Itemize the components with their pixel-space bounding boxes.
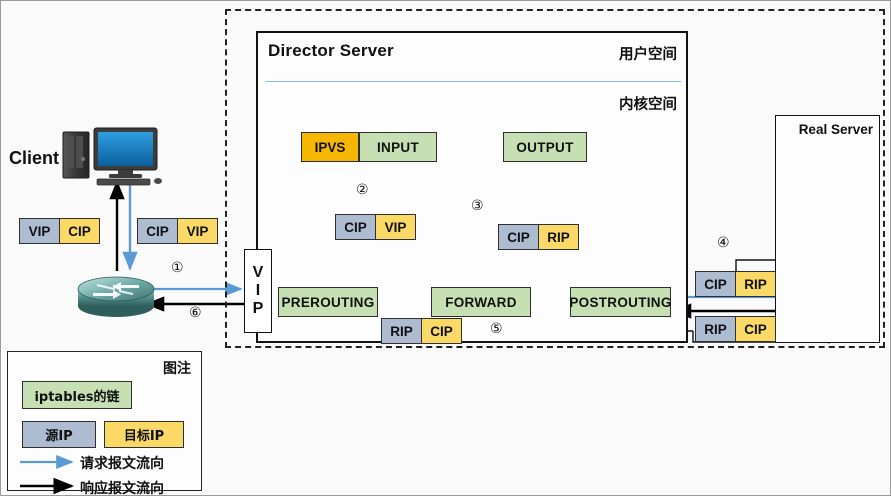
user-space-label: 用户空间 — [619, 47, 677, 63]
packet-src: RIP — [381, 318, 422, 344]
step-number-5: ⑤ — [490, 321, 503, 337]
packet-src: CIP — [498, 224, 539, 250]
vip-interface-box: V I P — [244, 249, 272, 333]
packet-prerouting-cip-vip: CIP VIP — [335, 214, 416, 240]
step-number-6: ⑥ — [189, 305, 202, 321]
cluster-boundary — [225, 9, 885, 348]
real-server-box: Real Server — [775, 115, 880, 343]
packet-dst: VIP — [376, 214, 416, 240]
legend-request-label: 请求报文流向 — [80, 456, 164, 472]
packet-dst: CIP — [736, 316, 776, 342]
packet-client-request: CIP VIP — [137, 218, 218, 244]
packet-dst: RIP — [736, 271, 776, 297]
chain-output-box[interactable]: OUTPUT — [503, 132, 587, 162]
packet-dst: RIP — [539, 224, 579, 250]
step-number-1: ① — [171, 260, 184, 276]
chain-prerouting-box[interactable]: PREROUTING — [278, 287, 378, 317]
step-number-2: ② — [356, 182, 369, 198]
packet-dst: VIP — [178, 218, 218, 244]
packet-dst: CIP — [60, 218, 100, 244]
legend-dest-ip-swatch: 目标IP — [104, 421, 184, 448]
packet-src: VIP — [19, 218, 60, 244]
chain-input-box[interactable]: INPUT — [359, 132, 437, 162]
legend-chain-swatch: iptables的链 — [22, 381, 132, 409]
vip-letter-p: P — [252, 299, 264, 317]
packet-src: CIP — [137, 218, 178, 244]
legend-box: 图注 iptables的链 源IP 目标IP 请求报文流向 响应报文流向 — [7, 351, 202, 495]
chain-postrouting-box[interactable]: POSTROUTING — [569, 287, 671, 317]
client-computer-icon — [62, 127, 162, 186]
packet-dst: CIP — [422, 318, 462, 344]
packet-postrouting-cip-rip: CIP RIP — [498, 224, 579, 250]
director-server-title: Director Server — [268, 41, 394, 60]
packet-realserver-in: CIP RIP — [695, 271, 776, 297]
vip-letter-v: V — [252, 264, 264, 282]
legend-arrow-samples — [20, 454, 75, 495]
packet-client-response: VIP CIP — [19, 218, 100, 244]
legend-response-label: 响应报文流向 — [80, 481, 164, 496]
packet-src: CIP — [335, 214, 376, 240]
step-number-4: ④ — [717, 235, 730, 251]
kernel-space-label: 内核空间 — [619, 97, 677, 113]
packet-realserver-out: RIP CIP — [695, 316, 776, 342]
packet-src: CIP — [695, 271, 736, 297]
vip-letter-i: I — [255, 282, 261, 300]
user-kernel-divider — [266, 81, 681, 82]
packet-src: RIP — [695, 316, 736, 342]
ipvs-module-box[interactable]: IPVS — [301, 132, 359, 162]
router-icon — [77, 276, 155, 317]
legend-source-ip-swatch: 源IP — [22, 421, 96, 448]
real-server-title: Real Server — [798, 122, 873, 137]
step-number-3: ③ — [471, 198, 484, 214]
client-label: Client — [9, 148, 60, 168]
packet-return-rip-cip: RIP CIP — [381, 318, 462, 344]
legend-title: 图注 — [163, 361, 191, 377]
chain-forward-box[interactable]: FORWARD — [431, 287, 531, 317]
